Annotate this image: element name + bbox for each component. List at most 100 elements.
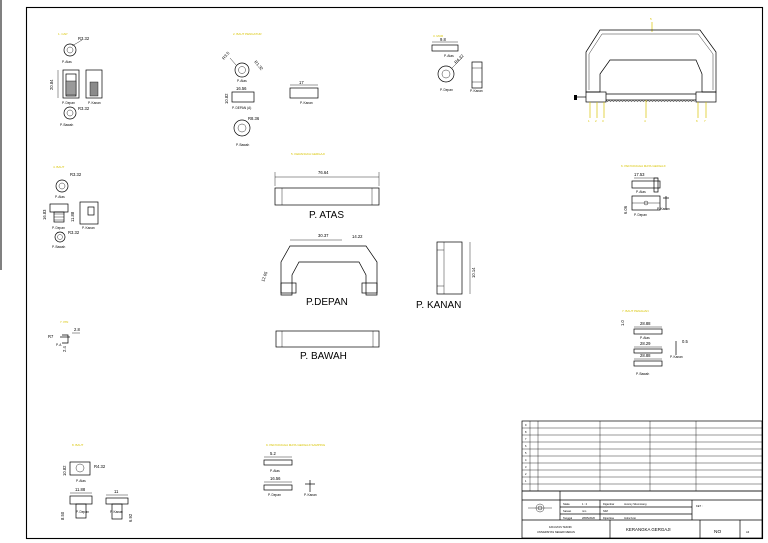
svg-text:7. BAUT PENAHAN: 7. BAUT PENAHAN	[622, 309, 649, 313]
nim-label: NIM	[603, 509, 608, 513]
sheet-size-label: A3	[746, 530, 750, 534]
svg-text:4: 4	[644, 119, 646, 123]
svg-text:1.0: 1.0	[620, 320, 625, 326]
svg-text:4: 4	[525, 458, 527, 462]
svg-text:1. CAP: 1. CAP	[58, 32, 68, 36]
svg-text:5: 5	[650, 17, 652, 21]
dim-small-b: 11.88	[75, 487, 86, 492]
svg-text:3. MUR: 3. MUR	[433, 34, 444, 38]
part-bracket-views: 6. PENYANGGA MATA GERGAJI 17.53 P. Atas …	[620, 164, 688, 376]
dim-small-c: 10.82	[62, 465, 67, 476]
cap-p-atas-label: P. Atas	[62, 60, 72, 64]
svg-text:7: 7	[704, 119, 706, 123]
part-knob-small-views: 8. BAUT 10.82 R4.32 P. Atas 11.88 8.50 P…	[60, 443, 133, 522]
dim-bawah-top: 28.88	[640, 321, 651, 326]
svg-text:P. A: P. A	[56, 343, 62, 347]
svg-text:6: 6	[696, 119, 698, 123]
svg-text:P. Kanan: P. Kanan	[304, 493, 317, 497]
svg-text:P. DEPAN (A): P. DEPAN (A)	[232, 106, 251, 110]
title-block: 9 8 7 6 5 4 3 2 1 Skala 1 : 2 Satuan mm …	[521, 420, 763, 539]
dim-r2: R3.32	[78, 106, 90, 111]
university-name: UNIVERSITAS NEGERI MEDAN	[537, 530, 575, 534]
main-frame-views: 5. KERANGKA GERGAJI 76.64 P. ATAS 30.37 …	[260, 152, 476, 362]
dim-r4: R3.32	[68, 230, 80, 235]
svg-text:9. PENYANGGA MATA GERGAJI SAMP: 9. PENYANGGA MATA GERGAJI SAMPING	[266, 443, 326, 447]
svg-text:P. Depan: P. Depan	[52, 226, 65, 230]
dim-d2: 2.8	[74, 327, 80, 332]
svg-text:P. Atas: P. Atas	[76, 479, 86, 483]
svg-text:P. Atas: P. Atas	[444, 54, 454, 58]
sheet-outer-border	[25, 6, 764, 540]
svg-text:2.4: 2.4	[62, 346, 67, 352]
faculty-name: FAKULTAS TEKNIK	[549, 525, 572, 529]
svg-text:6: 6	[525, 444, 527, 448]
svg-text:16.83: 16.83	[42, 209, 47, 220]
dim-depan-right: 14.22	[352, 234, 363, 239]
drawn-value: Jeremy Situmorang	[624, 502, 647, 506]
parts-list: 9 8 7 6 5 4 3 2 1	[522, 421, 762, 492]
svg-text:P. Bawah: P. Bawah	[236, 143, 249, 147]
svg-text:P. Atas: P. Atas	[237, 79, 247, 83]
view-p-kanan: P. KANAN	[416, 300, 461, 311]
dim-small-d: 11	[114, 489, 119, 494]
svg-text:11.88: 11.88	[70, 211, 75, 222]
svg-text:P. Kanan: P. Kanan	[670, 355, 683, 359]
ket-label: KET :	[696, 504, 703, 508]
svg-text:R3.5: R3.5	[221, 50, 231, 61]
part-nut-views: 3. MUR 9.8 P. Atas R4.32 P. Depan P. Kan…	[431, 34, 483, 93]
dim-bracket-width: 17.53	[634, 172, 645, 177]
drawn-label: Digambar	[603, 502, 614, 506]
part-blade-support-views: 9. PENYANGGA MATA GERGAJI SAMPING 5.2 P.…	[263, 443, 326, 497]
svg-text:P. Bawah: P. Bawah	[52, 245, 65, 249]
svg-text:2. BAUT PENGATUR: 2. BAUT PENGATUR	[233, 32, 262, 36]
svg-text:P. Atas: P. Atas	[55, 195, 65, 199]
svg-text:4. BAUT: 4. BAUT	[53, 165, 65, 169]
dim-bracket-height: 6.06	[623, 205, 628, 214]
checked-label: Diperiksa	[603, 516, 614, 520]
svg-text:3: 3	[525, 465, 527, 469]
svg-text:1: 1	[525, 479, 527, 483]
svg-text:R7: R7	[48, 334, 54, 339]
svg-text:R4.32: R4.32	[453, 53, 465, 65]
part-bolt-views: 4. BAUT R3.32 P. Atas 16.83 11.88 P. Dep…	[42, 165, 99, 249]
no-label: NO	[714, 529, 721, 535]
drawing-title: KERANGKA GERGAJI	[626, 527, 671, 532]
scale-value: 1 : 2	[582, 502, 588, 506]
svg-text:9.8: 9.8	[440, 37, 446, 42]
svg-text:6. PENYANGGA MATA GERGAJI: 6. PENYANGGA MATA GERGAJI	[621, 164, 666, 168]
dim-bawah-low: 28.88	[640, 353, 651, 358]
svg-text:P. Depan: P. Depan	[440, 88, 453, 92]
svg-text:P. Kanan: P. Kanan	[470, 89, 483, 93]
part-knob-views: 2. BAUT PENGATUR R3.5 R1.32 P. Atas 16.5…	[221, 32, 319, 147]
svg-text:8: 8	[525, 430, 527, 434]
svg-text:R4.32: R4.32	[94, 464, 106, 469]
svg-text:16.56: 16.56	[270, 476, 281, 481]
dim-d5: 0.5	[682, 339, 688, 344]
svg-text:P. Kanan: P. Kanan	[88, 101, 101, 105]
svg-text:7. PIN: 7. PIN	[60, 320, 68, 324]
svg-text:5: 5	[525, 451, 527, 455]
svg-text:7: 7	[525, 437, 527, 441]
svg-text:R8.36: R8.36	[248, 116, 260, 121]
view-p-bawah: P. BAWAH	[300, 351, 347, 362]
svg-text:8. BAUT: 8. BAUT	[72, 443, 84, 447]
svg-text:P. Kanan: P. Kanan	[300, 101, 313, 105]
dim-d4: 6.92	[128, 513, 133, 522]
dim-small-a: 16.56	[236, 86, 247, 91]
dim-r3: R3.32	[70, 172, 82, 177]
date-label: Tanggal	[563, 516, 573, 520]
svg-text:P. Kanan: P. Kanan	[110, 510, 123, 514]
unit-label: Satuan	[563, 509, 572, 513]
assembly-view: 5 1 2 3 4 6 7	[574, 17, 717, 123]
dim-atas-width: 76.64	[318, 170, 329, 175]
svg-text:P. Kanan: P. Kanan	[82, 226, 95, 230]
dim-depan-top: 30.37	[318, 233, 329, 238]
svg-text:P. Atas: P. Atas	[270, 469, 280, 473]
svg-text:P. Depan: P. Depan	[76, 510, 89, 514]
dim-kanan-height: 10.14	[471, 267, 476, 278]
svg-text:3: 3	[602, 119, 604, 123]
date-value: 28/05/2020	[582, 516, 596, 520]
svg-text:P. Bawah: P. Bawah	[636, 372, 649, 376]
svg-text:9: 9	[525, 423, 527, 427]
dim-d3: 8.50	[60, 511, 65, 520]
